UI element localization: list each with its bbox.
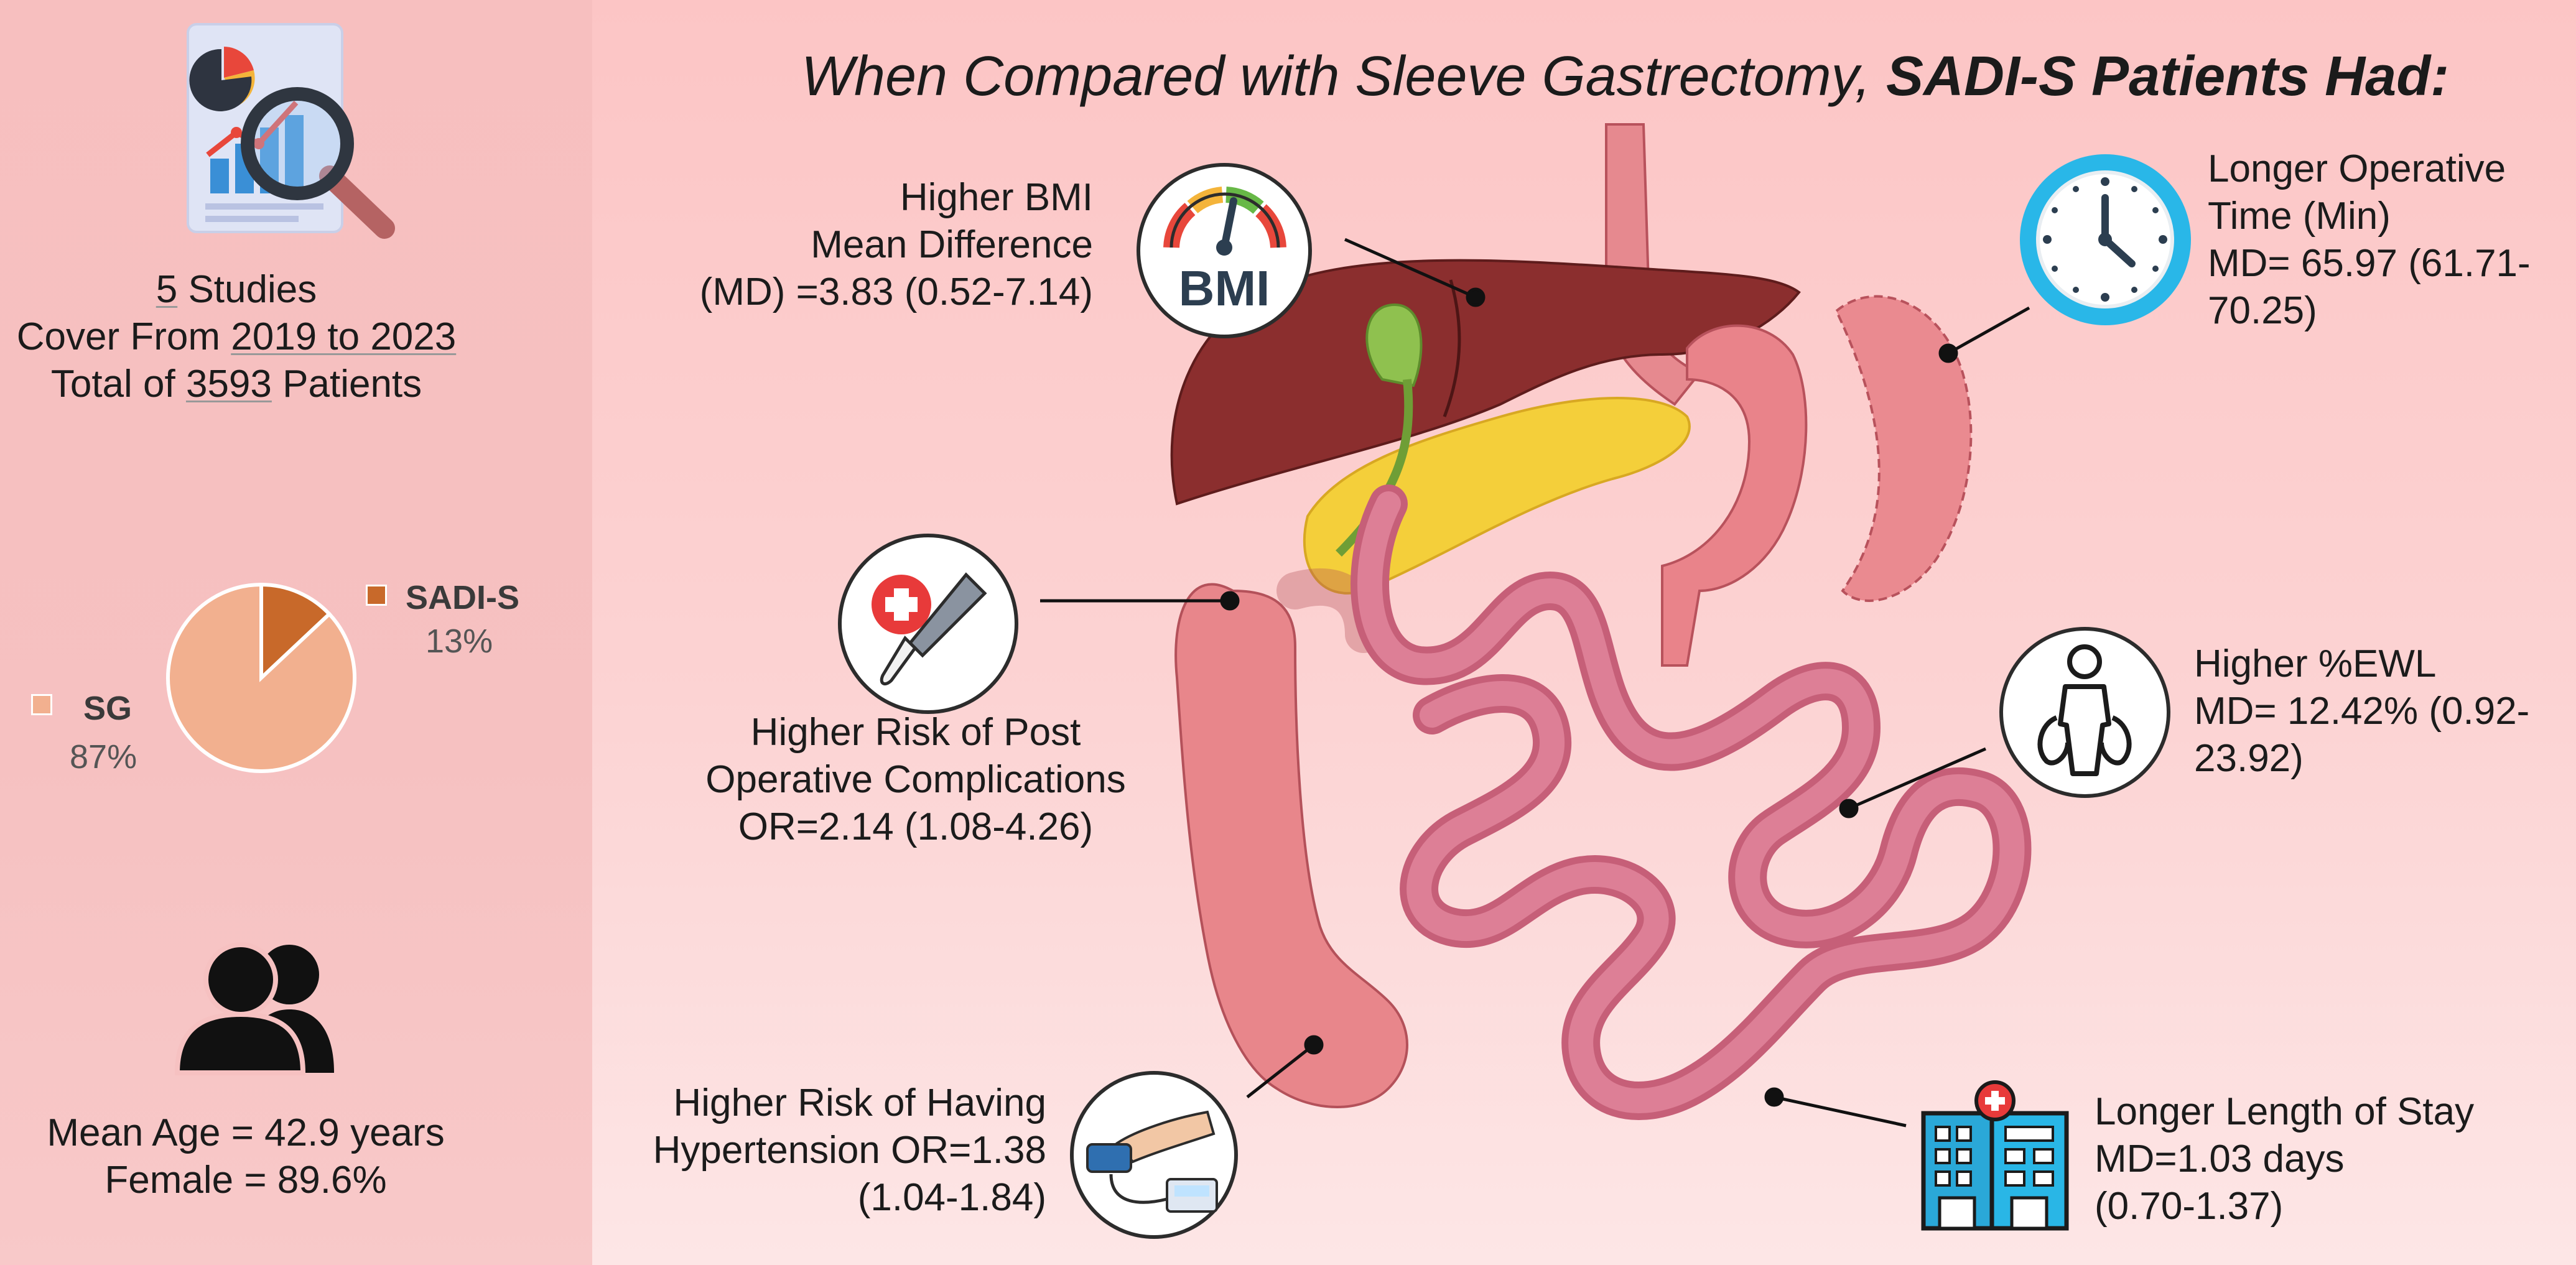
pie-slice-sadi-s [259,582,332,682]
page-title-bold: SADI-S Patients Had: [1886,45,2450,108]
finding-stay-line-3: (0.70-1.37) [2095,1185,2284,1228]
cover-prefix: Cover From [16,315,231,358]
finding-operative-time-line-1: Longer Operative [2208,147,2506,190]
bmi-icon-text: BMI [1178,261,1270,316]
weight-loss-person-icon [1999,627,2170,798]
finding-ewl: Higher %EWL MD= 12.42% (0.92- 23.92) [2194,641,2555,782]
pie-slice-sg [166,582,356,773]
finding-operative-time-line-3: MD= 65.97 (61.71- [2208,242,2531,285]
finding-hypertension-line-2: Hypertension OR=1.38 [653,1129,1046,1172]
finding-bmi: Higher BMI Mean Difference (MD) =3.83 (0… [592,174,1093,316]
page-title-prefix: When Compared with Sleeve Gastrectomy, [801,45,1887,108]
total-prefix: Total of [50,363,186,405]
female-share: Female = 89.6% [105,1159,387,1202]
finding-stay-line-1: Longer Length of Stay [2095,1090,2475,1133]
legend-pct-sadi-s: 13% [425,623,493,660]
clock-icon [2020,154,2191,325]
blood-pressure-icon [1070,1071,1238,1239]
study-count-suffix: Studies [177,268,317,311]
finding-operative-time-line-4: 70.25) [2208,289,2317,332]
finding-ewl-line-3: 23.92) [2194,737,2304,780]
finding-hypertension-line-3: (1.04-1.84) [857,1176,1046,1219]
patient-count: 3593 [185,363,272,405]
finding-operative-time: Longer Operative Time (Min) MD= 65.97 (6… [2208,146,2569,335]
finding-hypertension: Higher Risk of Having Hypertension OR=1.… [592,1080,1046,1221]
finding-bmi-line-3: (MD) =3.83 (0.52-7.14) [699,271,1093,313]
finding-hypertension-line-1: Higher Risk of Having [673,1082,1046,1124]
finding-complications-line-1: Higher Risk of Post [750,711,1081,754]
finding-complications: Higher Risk of Post Operative Complicati… [592,709,1239,851]
connector-lines [1040,238,2030,1128]
people-icon [174,942,334,1075]
page-title: When Compared with Sleeve Gastrectomy, S… [801,45,2449,109]
legend-swatch-sg [31,694,52,715]
finding-complications-line-2: Operative Complications [705,758,1126,801]
legend-swatch-sadi-s [366,585,387,606]
digestive-system-illustration [1170,123,2032,1120]
study-years: 2019 to 2023 [231,315,457,358]
legend-label-sadi-s: SADI-S [406,579,520,616]
scalpel-icon [838,534,1018,714]
study-count: 5 [156,268,178,311]
report-analysis-icon [187,23,395,239]
finding-complications-line-3: OR=2.14 (1.08-4.26) [738,805,1094,848]
finding-stay: Longer Length of Stay MD=1.03 days (0.70… [2095,1088,2555,1230]
finding-operative-time-line-2: Time (Min) [2208,195,2391,238]
sidebar-panel: 5 Studies Cover From 2019 to 2023 Total … [0,0,592,1265]
demographics: Mean Age = 42.9 years Female = 89.6% [0,1110,491,1204]
legend-pct-sg: 87% [70,738,137,776]
finding-stay-line-2: MD=1.03 days [2095,1138,2345,1180]
finding-ewl-line-1: Higher %EWL [2194,642,2437,685]
legend-label-sg: SG [83,690,133,727]
hospital-icon [1921,1080,2069,1231]
main-panel: When Compared with Sleeve Gastrectomy, S… [592,0,2576,1265]
finding-bmi-line-1: Higher BMI [900,176,1093,219]
finding-ewl-line-2: MD= 12.42% (0.92- [2194,690,2530,733]
bmi-gauge-icon: BMI [1137,163,1312,338]
mean-age: Mean Age = 42.9 years [47,1111,445,1154]
studies-summary: 5 Studies Cover From 2019 to 2023 Total … [0,266,473,408]
patients-suffix: Patients [271,363,422,405]
procedure-share-pie-chart [166,582,356,773]
finding-bmi-line-2: Mean Difference [811,223,1093,266]
